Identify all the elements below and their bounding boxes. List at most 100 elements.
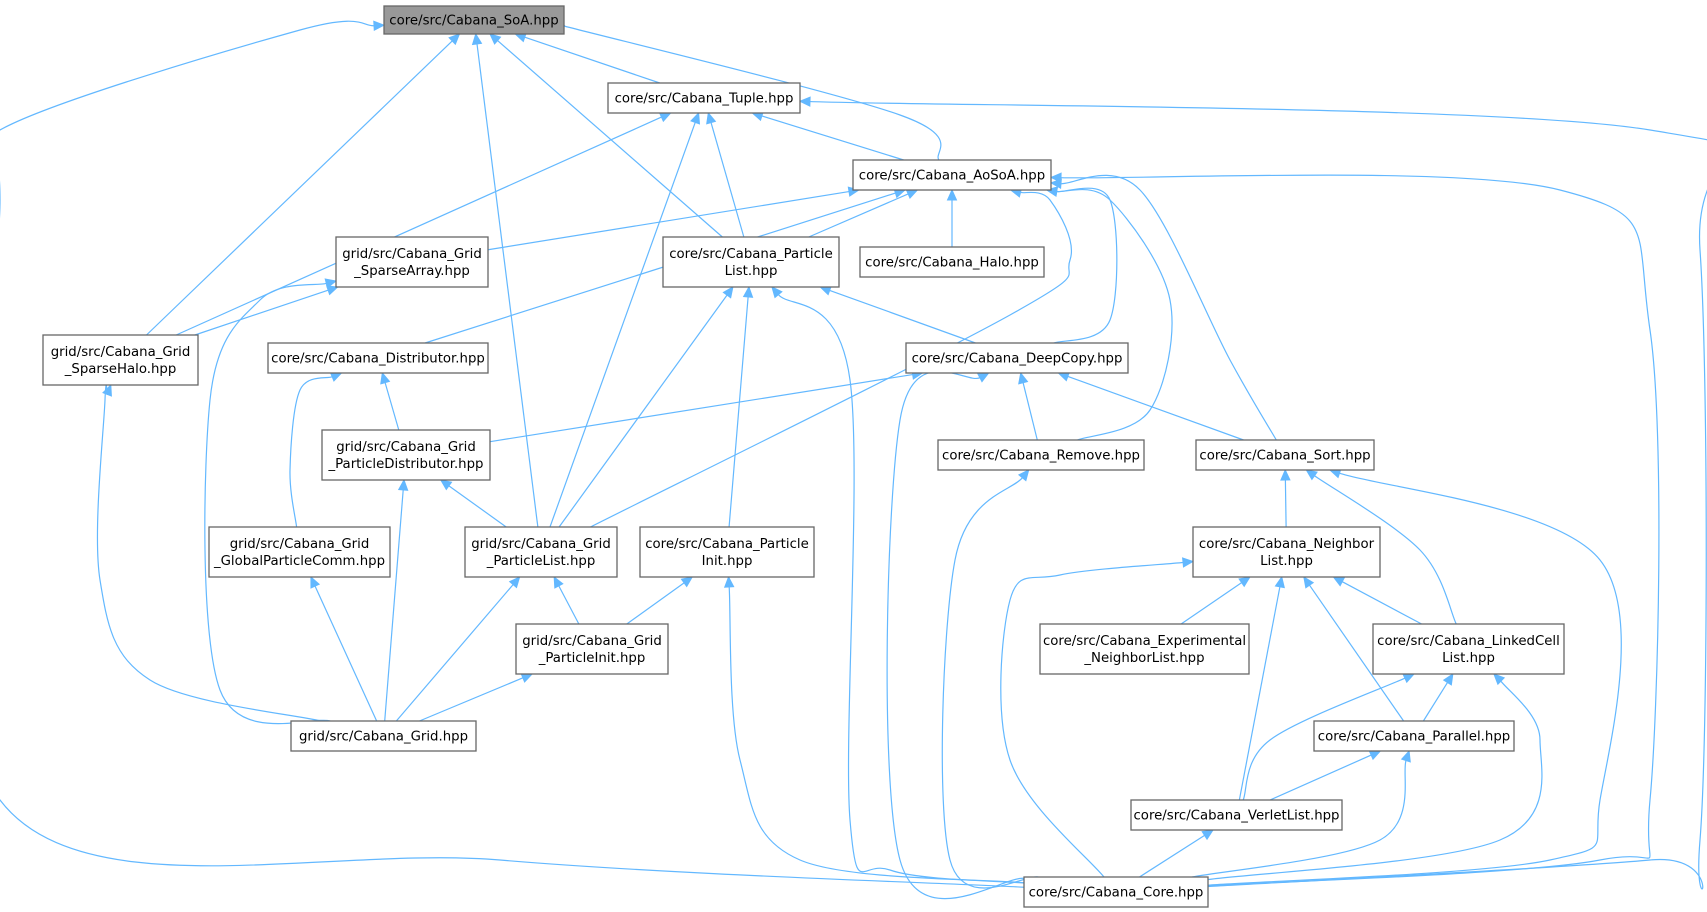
edge-core-to-particlelist [777,294,1025,884]
arrowhead-sparsehalo-to-sparsearray [326,285,339,296]
node-label-linkedcell-line-0: core/src/Cabana_LinkedCell [1377,634,1560,649]
node-box-sparsearray [335,236,489,288]
arrowhead-core-to-particlelist [771,286,783,299]
arrowhead-remove-to-deepcopy [1018,371,1029,385]
node-box-gparticledistributor [321,429,491,481]
arrowhead-verletlist-to-parallel [1368,750,1382,761]
nodes-layer: core/src/Cabana_SoA.hpp core/src/Cabana_T… [42,5,1565,908]
edge-verletlist-to-parallel [1269,754,1372,801]
edge-grid-to-gparticledistributor [384,489,404,722]
arrowhead-grid-to-globalparticlecomm [310,575,321,589]
arrowhead-halo-to-aosoa [946,188,958,201]
edge-grid-to-gparticlelist [395,584,514,722]
arrowhead-gparticlelist-to-gparticledistributor [439,479,453,491]
node-gparticleinit[interactable]: grid/src/Cabana_Grid_ParticleInit.hpp [515,623,669,675]
node-aosoa[interactable]: core/src/Cabana_AoSoA.hpp [852,159,1052,191]
node-label-particleinit-line-1: Init.hpp [702,554,753,569]
node-label-sparsehalo-line-1: _SparseHalo.hpp [64,362,177,377]
edge-core-to-aosoa [1060,174,1660,887]
edge-linkedcell-to-neighborlist [1341,581,1422,625]
node-label-remove-line-0: core/src/Cabana_Remove.hpp [942,449,1140,464]
node-label-particlelist-line-0: core/src/Cabana_Particle [669,247,833,262]
edge-gparticleinit-to-particleinit [626,582,685,625]
node-label-core-line-0: core/src/Cabana_Core.hpp [1029,886,1204,901]
edge-core-to-parallel [1192,760,1407,878]
edge-grid-to-globalparticlecomm [314,585,378,722]
arrowhead-particlelist-to-aosoa [905,189,919,200]
arrowhead-gparticleinit-to-particleinit [680,576,694,588]
node-label-linkedcell-line-1: List.hpp [1442,651,1495,666]
node-label-sparsearray-line-1: _SparseArray.hpp [353,264,470,279]
arrowhead-grid-to-gparticledistributor [397,478,409,491]
node-label-gparticleinit-line-0: grid/src/Cabana_Grid [522,634,662,649]
arrowhead-particlelist-to-soa [489,33,502,45]
edge-sparsehalo-to-tuple [175,116,662,336]
edge-core-to-verletlist [1139,834,1205,878]
node-box-sparsehalo [42,334,199,386]
arrowhead-grid-to-sparsehalo [102,383,112,397]
node-sparsehalo[interactable]: grid/src/Cabana_Grid_SparseHalo.hpp [42,334,199,386]
node-tuple[interactable]: core/src/Cabana_Tuple.hpp [607,82,801,114]
node-core[interactable]: core/src/Cabana_Core.hpp [1023,876,1209,908]
node-label-gparticlelist-line-1: _ParticleList.hpp [486,554,596,569]
node-distributor[interactable]: core/src/Cabana_Distributor.hpp [267,342,489,374]
node-particleinit[interactable]: core/src/Cabana_ParticleInit.hpp [639,526,815,578]
node-parallel[interactable]: core/src/Cabana_Parallel.hpp [1313,720,1515,752]
node-gparticlelist[interactable]: grid/src/Cabana_Grid_ParticleList.hpp [464,526,618,578]
node-label-tuple-line-0: core/src/Cabana_Tuple.hpp [615,92,794,107]
node-box-particleinit [639,526,815,578]
edge-grid-to-sparsehalo [96,384,322,722]
arrowhead-verletlist-to-neighborlist [1274,575,1285,589]
edge-core-to-tuple [809,100,1707,890]
node-box-halo [859,246,1045,278]
node-globalparticlecomm[interactable]: grid/src/Cabana_Grid_GlobalParticleComm.… [208,526,391,578]
node-box-sort [1195,439,1375,471]
node-halo[interactable]: core/src/Cabana_Halo.hpp [859,246,1045,278]
edge-distributor-to-aosoa [424,192,896,344]
edge-experimental-to-neighborlist [1180,582,1242,625]
node-remove[interactable]: core/src/Cabana_Remove.hpp [937,439,1145,471]
node-box-experimental [1039,623,1250,675]
arrowhead-core-to-neighborlist [1182,557,1195,568]
node-label-verletlist-line-0: core/src/Cabana_VerletList.hpp [1134,809,1340,824]
node-sparsearray[interactable]: grid/src/Cabana_Grid_SparseArray.hpp [335,236,489,288]
node-box-gparticlelist [464,526,618,578]
arrowhead-linkedcell-to-neighborlist [1332,576,1346,587]
arrowhead-parallel-to-linkedcell [1442,672,1454,686]
node-label-particlelist-line-1: List.hpp [725,264,778,279]
node-particlelist[interactable]: core/src/Cabana_ParticleList.hpp [662,236,840,288]
node-sort[interactable]: core/src/Cabana_Sort.hpp [1195,439,1375,471]
edge-particlelist-to-tuple [710,122,745,238]
arrowhead-neighborlist-to-sort [1280,468,1291,481]
arrowhead-gparticlelist-to-soa [471,32,483,46]
node-label-particleinit-line-0: core/src/Cabana_Particle [645,537,809,552]
node-box-gparticleinit [515,623,669,675]
edge-linkedcell-to-sort [1314,475,1457,625]
edge-remove-to-aosoa [1056,188,1173,441]
arrowhead-particlelist-to-tuple [706,111,717,125]
arrowhead-sparsehalo-to-tuple [658,112,672,123]
edge-core-to-deepcopy [886,370,1025,900]
edge-tuple-to-soa [524,36,660,84]
arrowhead-core-to-remove [1017,469,1030,482]
node-gparticledistributor[interactable]: grid/src/Cabana_Grid_ParticleDistributor… [321,429,491,481]
node-verletlist[interactable]: core/src/Cabana_VerletList.hpp [1130,799,1343,831]
node-grid[interactable]: grid/src/Cabana_Grid.hpp [290,720,477,752]
node-box-neighborlist [1192,526,1381,578]
arrowhead-globalparticlecomm-to-distributor [329,372,343,382]
arrowhead-experimental-to-neighborlist [1238,576,1251,588]
arrowhead-core-to-particleinit [723,575,735,588]
node-neighborlist[interactable]: core/src/Cabana_NeighborList.hpp [1192,526,1381,578]
edge-core-to-particleinit [728,586,1025,884]
edge-verletlist-to-neighborlist [1238,586,1281,801]
node-box-verletlist [1130,799,1343,831]
edge-globalparticlecomm-to-distributor [289,376,333,528]
node-soa: core/src/Cabana_SoA.hpp [383,5,565,35]
node-box-particlelist [662,236,840,288]
node-deepcopy[interactable]: core/src/Cabana_DeepCopy.hpp [905,342,1129,374]
node-label-grid-line-0: grid/src/Cabana_Grid.hpp [299,730,468,745]
arrowhead-gparticlelist-to-tuple [690,111,701,125]
node-experimental[interactable]: core/src/Cabana_Experimental_NeighborLis… [1039,623,1250,675]
